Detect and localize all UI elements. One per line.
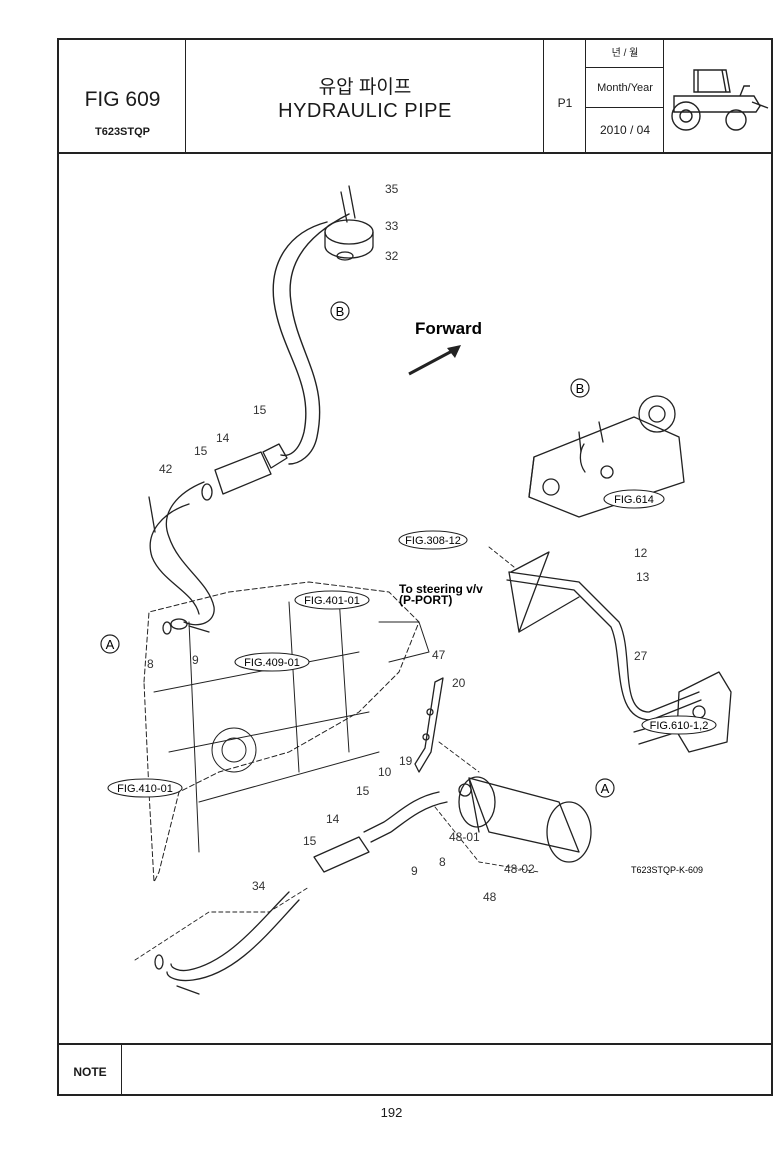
hydraulic-filter bbox=[458, 776, 592, 863]
steering-note-line2: (P-PORT) bbox=[399, 593, 452, 607]
note-section: NOTE bbox=[59, 1043, 771, 1096]
part-15-upper-b: 15 bbox=[194, 444, 208, 458]
part-13: 13 bbox=[636, 570, 650, 584]
svg-text:B: B bbox=[576, 381, 585, 396]
upper-pipe-assembly bbox=[148, 185, 374, 635]
forward-label: Forward bbox=[415, 319, 482, 338]
part-48-01: 48-01 bbox=[449, 830, 480, 844]
date-value: 2010 / 04 bbox=[599, 123, 651, 137]
svg-text:FIG.308-12: FIG.308-12 bbox=[405, 535, 461, 547]
fig-ref-614[interactable]: FIG.614 bbox=[603, 489, 665, 509]
title-english: HYDRAULIC PIPE bbox=[278, 100, 452, 122]
part-15-lower-b: 15 bbox=[303, 834, 317, 848]
fig-ref-401-01[interactable]: FIG.401-01 bbox=[294, 590, 370, 610]
svg-text:B: B bbox=[336, 304, 345, 319]
svg-text:FIG.610-1,2: FIG.610-1,2 bbox=[650, 720, 709, 732]
part-15-lower-a: 15 bbox=[356, 784, 370, 798]
part-42: 42 bbox=[159, 462, 173, 476]
fig-ref-410-01[interactable]: FIG.410-01 bbox=[107, 778, 183, 798]
tractor-icon bbox=[671, 69, 769, 131]
fig-ref-409-01[interactable]: FIG.409-01 bbox=[234, 652, 310, 672]
forward-arrow-icon bbox=[408, 345, 461, 376]
page-number: 192 bbox=[380, 1105, 403, 1120]
svg-text:A: A bbox=[601, 781, 610, 796]
part-9-upper: 9 bbox=[192, 653, 199, 667]
callout-b-top: B bbox=[330, 301, 350, 321]
part-35: 35 bbox=[385, 182, 399, 196]
part-19: 19 bbox=[399, 754, 413, 768]
steering-note-line1: To steering v/v bbox=[399, 582, 483, 596]
page-index: P1 bbox=[557, 96, 573, 110]
title-cell: 유압 파이프 HYDRAULIC PIPE bbox=[186, 40, 544, 152]
model-code: T623STQP bbox=[94, 126, 151, 138]
fig-ref-610-1-2[interactable]: FIG.610-1,2 bbox=[641, 715, 717, 735]
date-cell: 년 / 월 Month/Year 2010 / 04 bbox=[586, 40, 664, 152]
callout-a-top: A bbox=[100, 634, 120, 654]
part-27: 27 bbox=[634, 649, 648, 663]
part-8-upper: 8 bbox=[147, 657, 154, 671]
bracket-47 bbox=[414, 677, 444, 773]
svg-text:A: A bbox=[106, 637, 115, 652]
fig-cell: FIG 609 T623STQP bbox=[59, 40, 186, 152]
svg-text:FIG.410-01: FIG.410-01 bbox=[117, 783, 173, 795]
fig-ref-308-12[interactable]: FIG.308-12 bbox=[398, 530, 468, 550]
note-label: NOTE bbox=[59, 1045, 122, 1096]
part-20: 20 bbox=[452, 676, 466, 690]
callout-b-pump: B bbox=[570, 378, 590, 398]
pipe-27 bbox=[506, 551, 702, 721]
leader-lines bbox=[134, 546, 540, 961]
part-10: 10 bbox=[378, 765, 392, 779]
hydraulic-pump bbox=[528, 395, 685, 518]
date-label-korean: 년 / 월 bbox=[586, 40, 664, 68]
hydraulic-pipe-diagram: A A B B FIG.614 FIG.308-12 FIG.401-01 FI… bbox=[100, 182, 732, 995]
transmission-housing bbox=[143, 581, 430, 883]
page-index-cell: P1 bbox=[544, 40, 586, 152]
title-block: FIG 609 T623STQP 유압 파이프 HYDRAULIC PIPE P… bbox=[59, 40, 771, 154]
drawing-code: T623STQP-K-609 bbox=[631, 865, 703, 875]
tractor-thumbnail-cell bbox=[664, 40, 771, 152]
title-korean: 유압 파이프 bbox=[318, 77, 412, 98]
part-34: 34 bbox=[252, 879, 266, 893]
part-32: 32 bbox=[385, 249, 399, 263]
part-12: 12 bbox=[634, 546, 648, 560]
page-frame: FIG 609 T623STQP 유압 파이프 HYDRAULIC PIPE P… bbox=[57, 38, 773, 1096]
callout-a-filter: A bbox=[595, 778, 615, 798]
part-48: 48 bbox=[483, 890, 497, 904]
svg-text:FIG.401-01: FIG.401-01 bbox=[304, 595, 360, 607]
part-number-labels: 35 33 32 15 14 15 42 8 9 12 13 27 47 20 … bbox=[147, 182, 650, 904]
lower-pipe-assembly bbox=[154, 791, 448, 995]
part-48-02: 48-02 bbox=[504, 862, 535, 876]
date-label-english: Month/Year bbox=[586, 68, 664, 108]
part-15-upper-a: 15 bbox=[253, 403, 267, 417]
part-9-mid: 9 bbox=[411, 864, 418, 878]
svg-text:FIG.614: FIG.614 bbox=[614, 494, 654, 506]
part-8-mid: 8 bbox=[439, 855, 446, 869]
fig-number: FIG 609 bbox=[84, 88, 161, 111]
svg-text:FIG.409-01: FIG.409-01 bbox=[244, 657, 300, 669]
part-14-lower: 14 bbox=[326, 812, 340, 826]
part-14-upper: 14 bbox=[216, 431, 230, 445]
part-33: 33 bbox=[385, 219, 399, 233]
part-47: 47 bbox=[432, 648, 446, 662]
